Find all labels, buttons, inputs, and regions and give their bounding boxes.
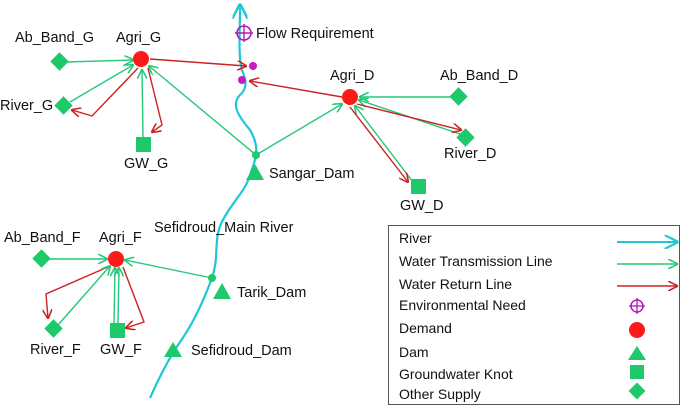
legend-other-supply-icon (628, 382, 646, 400)
return-agri-g-to-river-g (72, 67, 139, 116)
legend-label-dam: Dam (399, 344, 429, 360)
agri-g-demand-node (133, 51, 149, 67)
sefidroud-main-river-line (148, 5, 258, 399)
flow-requirement-target-icon (235, 24, 253, 42)
label-gw-f: GW_F (100, 342, 142, 358)
label-river-f: River_F (30, 342, 81, 358)
legend-label-other-supply: Other Supply (399, 386, 481, 402)
link-sangar-to-agri-g (149, 66, 257, 156)
return-agri-f-to-river-f (46, 265, 111, 318)
return-node-lower (238, 76, 246, 84)
legend-label-groundwater: Groundwater Knot (399, 366, 513, 382)
link-tarik-to-agri-f (125, 260, 213, 279)
link-gw-g-to-agri-g (142, 70, 143, 138)
label-flow-requirement: Flow Requirement (256, 26, 374, 42)
gw-f-groundwater-node (110, 323, 125, 338)
return-agri-g-to-river (149, 58, 246, 66)
label-gw-d: GW_D (400, 198, 444, 214)
return-agri-g-to-gw-g (147, 67, 163, 132)
link-river-f-to-agri-f (57, 266, 110, 326)
ab-band-g-supply-node (50, 52, 69, 71)
return-agri-f-to-gw-f (122, 266, 145, 328)
return-node-upper (249, 62, 257, 70)
legend-groundwater-icon (630, 365, 644, 379)
legend: River Water Transmission Line Water Retu… (388, 225, 680, 405)
gw-d-groundwater-node (411, 179, 426, 194)
gw-g-groundwater-node (136, 137, 151, 152)
label-agri-f: Agri_F (99, 230, 142, 246)
label-agri-g: Agri_G (116, 30, 161, 46)
link-gw-f-to-agri-f-2 (118, 268, 119, 324)
label-ab-band-d: Ab_Band_D (440, 68, 518, 84)
label-gw-g: GW_G (124, 156, 168, 172)
sefidroud-dam-node (164, 342, 182, 357)
legend-label-transmission: Water Transmission Line (399, 253, 553, 269)
legend-demand-icon (629, 322, 645, 338)
legend-label-return: Water Return Line (399, 276, 513, 292)
label-river-d: River_D (444, 146, 496, 162)
ab-band-d-supply-node (449, 87, 468, 106)
label-tarik-dam: Tarik_Dam (237, 285, 306, 301)
link-river-g-to-agri-g (69, 65, 133, 103)
tarik-dam-node (213, 283, 231, 299)
label-sangar-dam: Sangar_Dam (269, 166, 354, 182)
legend-label-river: River (399, 230, 432, 246)
label-agri-d: Agri_D (330, 68, 374, 84)
river-f-supply-node (44, 319, 63, 338)
label-ab-band-g: Ab_Band_G (15, 30, 94, 46)
agri-d-demand-node (342, 89, 358, 105)
sangar-dam-node (246, 164, 264, 180)
return-agri-d-to-river-d (356, 103, 461, 130)
link-gw-d-to-agri-d (355, 106, 414, 183)
label-river-g: River_G (0, 98, 53, 114)
return-agri-d-to-river (250, 81, 343, 98)
legend-label-demand: Demand (399, 320, 452, 336)
river-g-supply-node (54, 96, 73, 115)
link-gw-f-to-agri-f (114, 268, 115, 324)
agri-f-demand-node (108, 251, 124, 267)
label-sefidroud-main-river: Sefidroud_Main River (154, 220, 294, 236)
label-ab-band-f: Ab_Band_F (4, 230, 81, 246)
label-sefidroud-dam: Sefidroud_Dam (191, 343, 292, 359)
legend-dam-icon (628, 346, 646, 360)
river-d-supply-node (456, 128, 475, 147)
legend-symbols (617, 226, 681, 400)
link-sangar-to-agri-d (255, 104, 342, 156)
link-abband-g-to-agri-g (65, 60, 133, 62)
return-agri-d-to-gw-d (349, 106, 408, 182)
ab-band-f-supply-node (32, 249, 51, 268)
legend-environmental-icon (629, 298, 645, 314)
legend-label-environmental: Environmental Need (399, 297, 526, 313)
